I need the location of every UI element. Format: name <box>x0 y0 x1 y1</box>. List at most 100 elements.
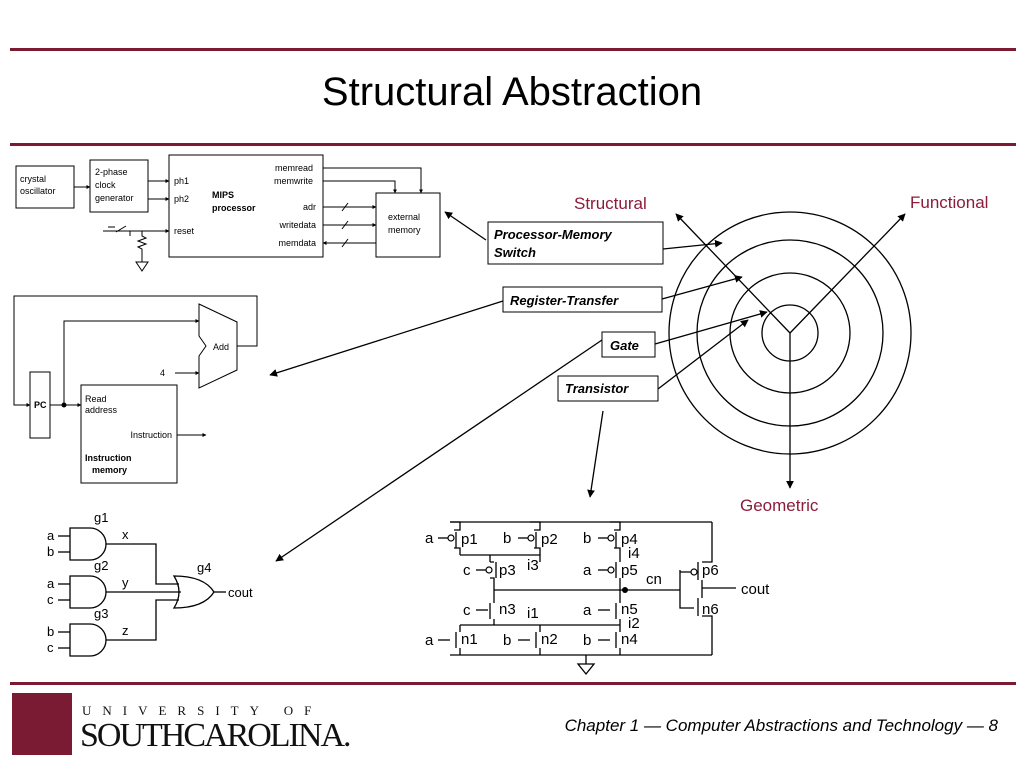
transistor-n1 <box>455 632 461 655</box>
y-chart-level-boxes <box>487 221 664 402</box>
label-p3: p3 <box>499 562 516 579</box>
label-p5: p5 <box>621 562 638 579</box>
slide-title: Structural Abstraction <box>321 70 703 114</box>
mips-processor-block <box>168 154 324 258</box>
label-i2: i2 <box>628 615 640 632</box>
geometric-axis-label: Geometric <box>740 496 819 515</box>
and-gate-g2 <box>69 575 107 609</box>
mips-system-diagram <box>15 154 441 272</box>
transistor-p4 <box>610 521 621 555</box>
label-p6: p6 <box>702 562 719 579</box>
functional-axis-label: Functional <box>910 193 988 212</box>
input-n4: b <box>583 632 591 649</box>
label-n5: n5 <box>621 601 638 618</box>
g2-input-a: a <box>47 576 55 591</box>
label-cn: cn <box>646 571 662 588</box>
label-n4: n4 <box>621 631 638 648</box>
transistor-n4 <box>615 625 621 655</box>
transistor-box <box>557 375 659 402</box>
label-p4: p4 <box>621 531 638 548</box>
two-phase-label: 2-phase <box>95 167 128 177</box>
label-n1: n1 <box>461 631 478 648</box>
register-transfer-box <box>502 286 663 313</box>
label-n2: n2 <box>541 631 558 648</box>
processor-memory-box <box>487 221 664 265</box>
ph1-label: ph1 <box>174 176 189 186</box>
instruction-memory <box>80 384 178 484</box>
input-n5: a <box>583 602 592 619</box>
memory-label-2: memory <box>92 465 127 475</box>
and-gate-g3 <box>69 623 107 657</box>
structural-axis-label: Structural <box>574 194 647 213</box>
clock-label: clock <box>95 180 116 190</box>
processor-memory-label: Processor-Memory <box>494 227 613 242</box>
pc-junction-dot <box>61 402 67 408</box>
transistor-n6 <box>697 598 713 655</box>
transistor-p5 <box>615 555 621 590</box>
y-label: y <box>122 575 129 590</box>
address-label: address <box>85 405 118 415</box>
y-chart-level-labels: Processor-Memory Switch Register-Transfe… <box>494 227 639 396</box>
title-rule <box>10 143 1016 146</box>
and-gate-g1 <box>69 527 107 561</box>
transistor-n3 <box>489 590 495 625</box>
memread-label: memread <box>275 163 313 173</box>
input-n1: a <box>425 632 434 649</box>
input-p2: b <box>503 530 511 547</box>
label-n3: n3 <box>499 601 516 618</box>
generator-label: generator <box>95 193 134 203</box>
memwrite-label: memwrite <box>274 176 313 186</box>
input-p4: b <box>583 530 591 547</box>
mips-label: MIPS <box>212 190 234 200</box>
external-label: external <box>388 212 420 222</box>
adder-label: Add <box>213 342 229 352</box>
instruction-memory-label: Instruction <box>85 453 132 463</box>
input-n3: c <box>463 602 471 619</box>
g3-input-b: b <box>47 624 54 639</box>
datapath-diagram <box>13 295 258 484</box>
gate-labels: g1 g2 g3 g4 a b a c b c x y z cout <box>47 510 253 655</box>
g4-label: g4 <box>197 560 211 575</box>
label-i3: i3 <box>527 557 539 574</box>
g3-label: g3 <box>94 606 108 621</box>
pc-label: PC <box>34 400 47 410</box>
switch-label: Switch <box>494 245 536 260</box>
z-label: z <box>122 623 129 638</box>
input-p3: c <box>463 562 471 579</box>
y-chart-axis-labels: Structural Functional Geometric <box>574 193 988 515</box>
g3-input-c: c <box>47 640 54 655</box>
register-transfer-label: Register-Transfer <box>510 293 619 308</box>
writedata-label: writedata <box>278 220 316 230</box>
instruction-label: Instruction <box>130 430 172 440</box>
constant-four-label: 4 <box>160 368 165 378</box>
footer-rule <box>10 682 1016 685</box>
adr-label: adr <box>303 202 316 212</box>
input-p1: a <box>425 530 434 547</box>
label-i4: i4 <box>628 545 640 562</box>
label-p2: p2 <box>541 531 558 548</box>
structural-axis <box>675 213 791 334</box>
reset-label: reset <box>174 226 195 236</box>
functional-axis <box>789 213 906 334</box>
label-n6: n6 <box>702 601 719 618</box>
gate-box <box>601 331 656 358</box>
g1-label: g1 <box>94 510 108 525</box>
transistor-p1 <box>450 521 461 555</box>
label-p1: p1 <box>461 531 478 548</box>
transistor-labels: p1 p2 p4 i4 p3 i3 p5 cn p6 n3 i1 n5 i2 n… <box>425 530 770 649</box>
crystal-label: crystal <box>20 174 46 184</box>
processor-label: processor <box>212 203 256 213</box>
cn-junction-dot <box>622 587 628 593</box>
g2-input-c: c <box>47 592 54 607</box>
logo-name-line: SOUTHCAROLINA. <box>80 717 351 754</box>
transistor-n5 <box>615 590 621 625</box>
g1-input-a: a <box>47 528 55 543</box>
transistor-output-label: cout <box>741 581 770 598</box>
g2-label: g2 <box>94 558 108 573</box>
input-n2: b <box>503 632 511 649</box>
memdata-label: memdata <box>278 238 316 248</box>
ph2-label: ph2 <box>174 194 189 204</box>
datapath-labels: Add 4 PC Read address Instruction Instru… <box>34 342 229 475</box>
transistor-p3 <box>490 561 497 590</box>
